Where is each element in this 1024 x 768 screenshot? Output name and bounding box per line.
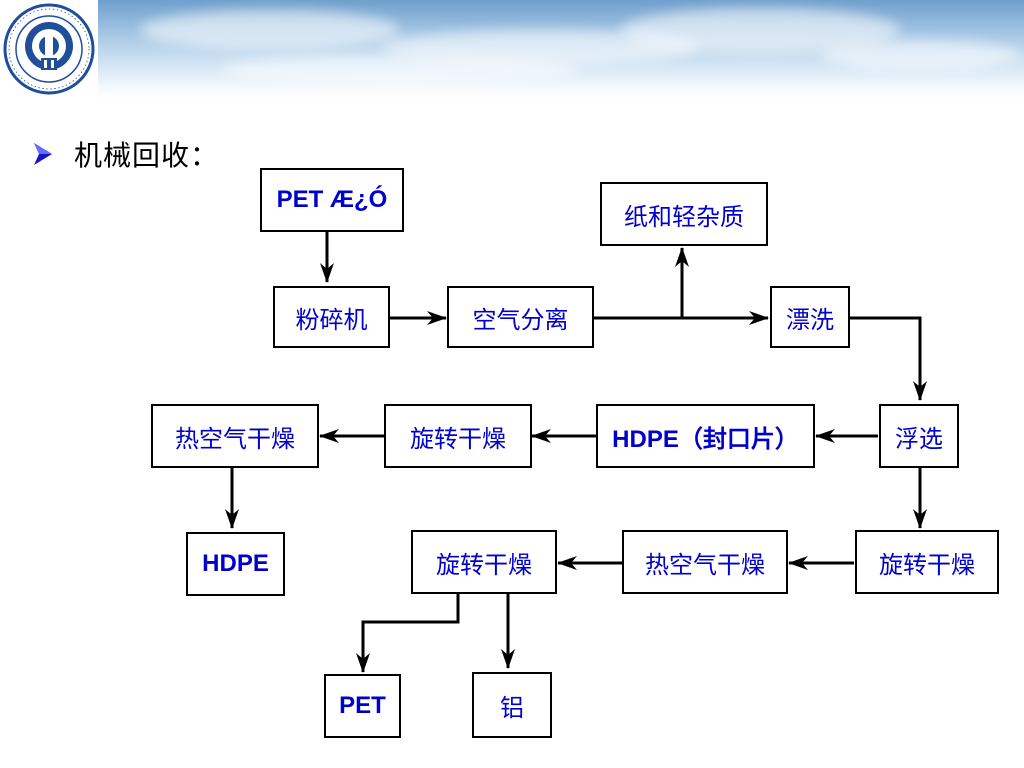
- node-bleach-wash: 漂洗: [770, 286, 850, 348]
- node-hdpe-caps: HDPE（封口片）: [596, 404, 815, 468]
- university-logo: [0, 0, 98, 98]
- node-hot-air-dry-pet: 热空气干燥: [622, 530, 788, 594]
- node-paper-light-impurities: 纸和轻杂质: [600, 182, 768, 246]
- node-pet-bottle: PET Æ¿Ó: [260, 168, 404, 232]
- header-banner: [0, 0, 1024, 100]
- node-pet-product: PET: [324, 674, 401, 738]
- arrow-spin-to-pet: [356, 594, 460, 673]
- node-spin-dry-hdpe: 旋转干燥: [384, 404, 532, 468]
- section-heading: 机械回收：: [74, 139, 220, 172]
- node-spin-dry-pet: 旋转干燥: [411, 530, 557, 594]
- node-hot-air-dry-hdpe: 热空气干燥: [151, 404, 319, 468]
- node-aluminum: 铝: [472, 672, 552, 738]
- bullet-line: 机械回收：: [34, 134, 219, 174]
- node-spin-dry-right: 旋转干燥: [855, 530, 999, 594]
- node-float-separation: 浮选: [879, 404, 959, 468]
- node-shredder: 粉碎机: [273, 286, 390, 348]
- node-air-separation: 空气分离: [447, 286, 594, 348]
- node-hdpe-product: HDPE: [186, 532, 285, 596]
- arrow-bullet-icon: [34, 143, 52, 165]
- arrow-wash-to-float: [850, 316, 927, 401]
